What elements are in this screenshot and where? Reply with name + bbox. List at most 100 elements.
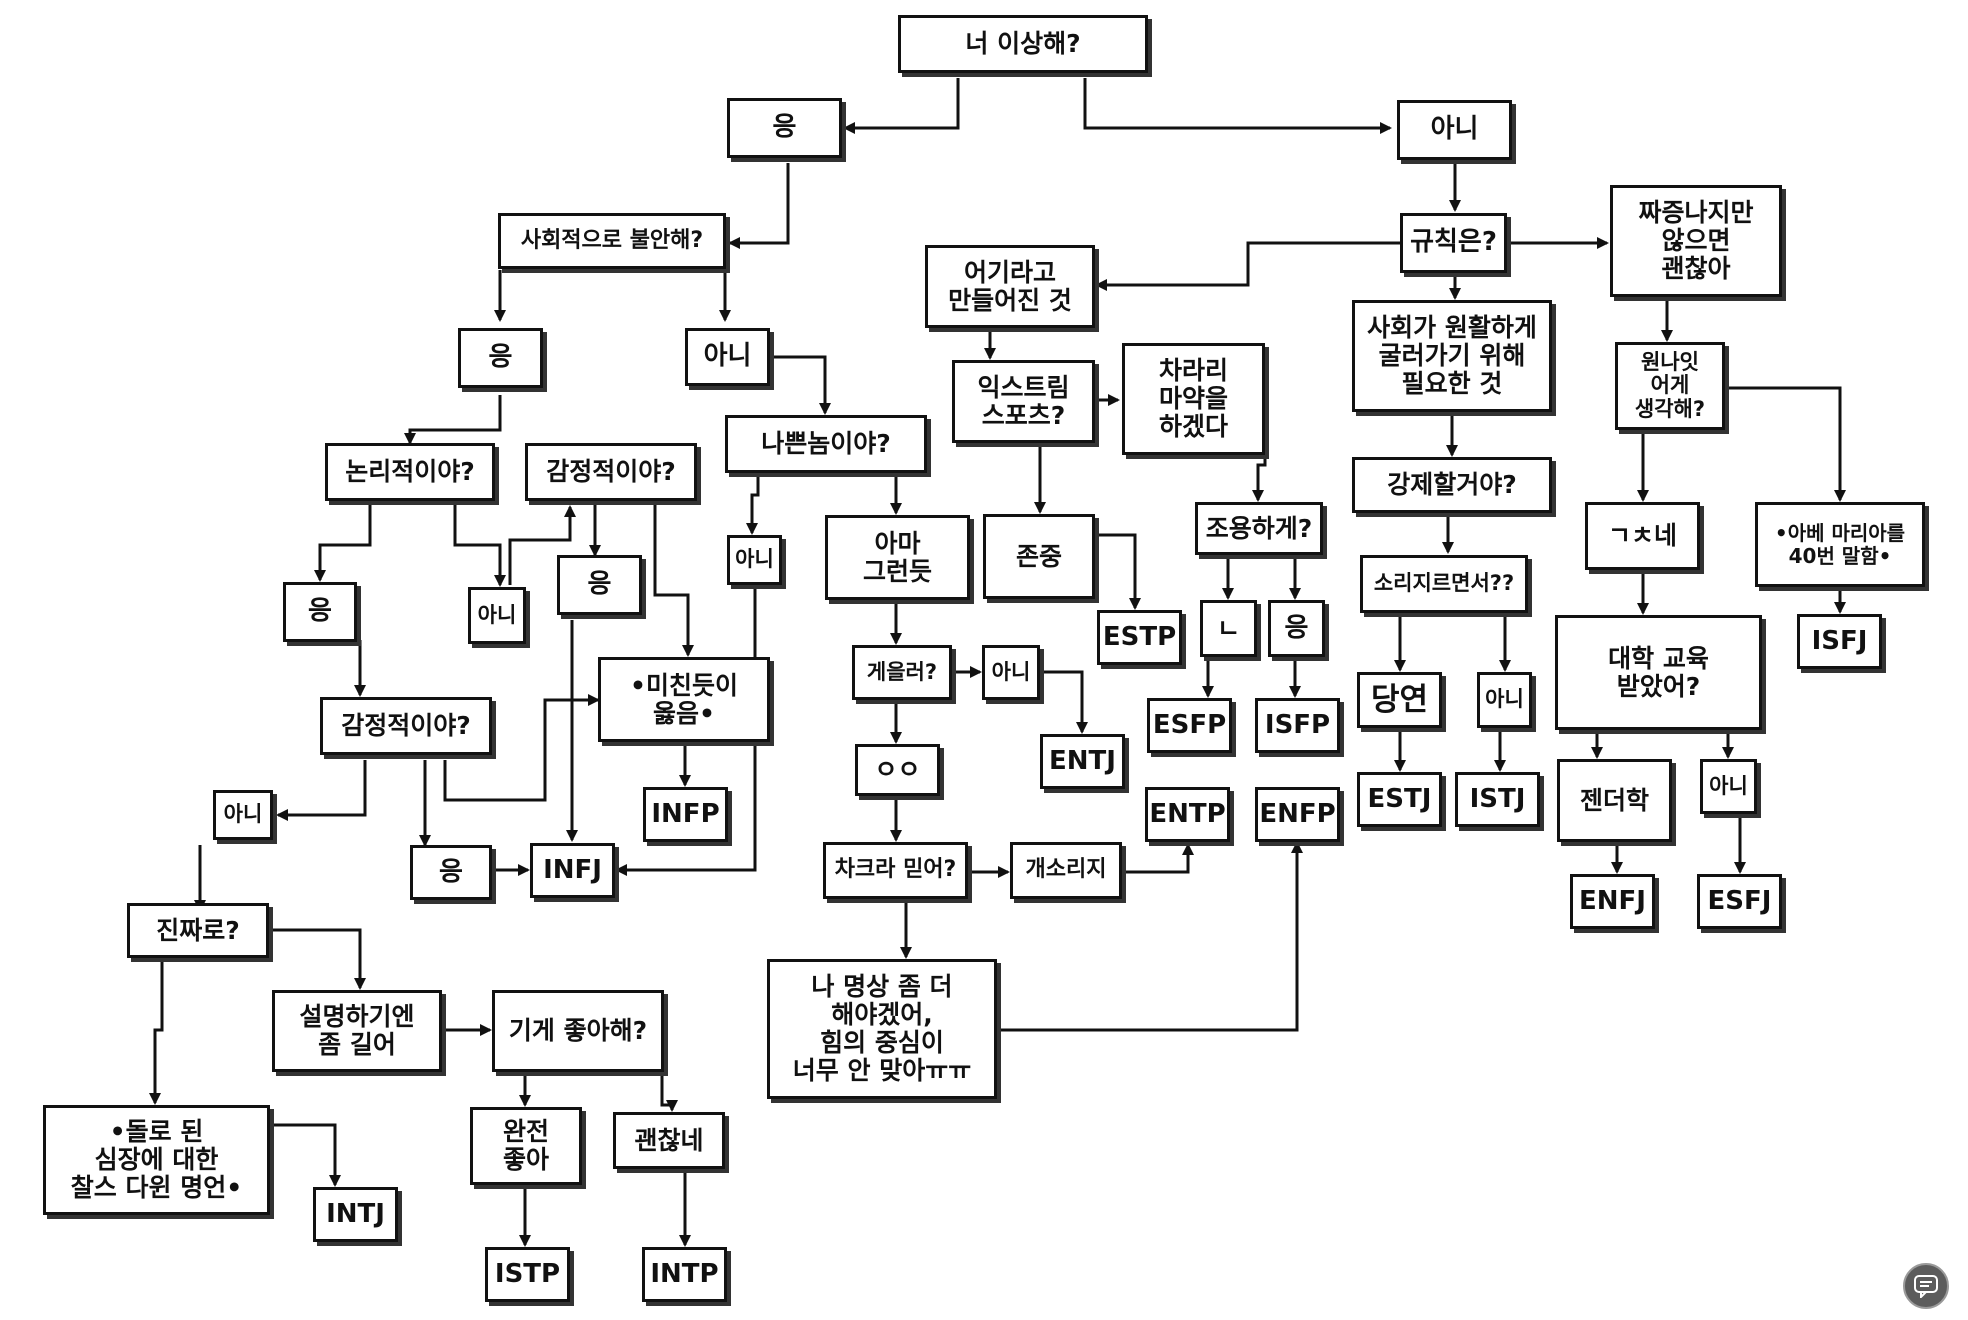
node-gender-studies: 젠더학 <box>1557 759 1672 842</box>
node-gross-text: ㄱㅊ네 <box>1607 521 1677 550</box>
node-lazy-text: 게을러? <box>866 659 938 684</box>
node-no-1: 아니 <box>1397 100 1512 160</box>
type-istj-text: ISTJ <box>1469 783 1526 814</box>
type-estp-text: ESTP <box>1102 621 1177 652</box>
node-bad-guy-text: 나쁜놈이야? <box>761 429 891 458</box>
node-darwin-quote: •돌로 된 심장에 대한 찰스 다윈 명언• <box>43 1105 270 1215</box>
type-esfp-text: ESFP <box>1152 709 1227 740</box>
node-no-8: 아니 <box>1700 759 1757 814</box>
node-no-5-text: 아니 <box>735 547 774 572</box>
node-of-course-text: 당연 <box>1370 681 1429 718</box>
node-long-to-explain-text: 설명하기엔 좀 길어 <box>299 1002 415 1059</box>
node-yes-1-text: 응 <box>772 112 797 143</box>
node-yes-2-text: 응 <box>488 342 513 373</box>
node-no-7-text: 아니 <box>1485 687 1524 712</box>
type-istj: ISTJ <box>1455 772 1540 827</box>
edge-really-long <box>270 928 366 990</box>
node-long-to-explain: 설명하기엔 좀 길어 <box>272 990 442 1072</box>
chat-bubble-icon[interactable] <box>1903 1263 1949 1309</box>
edge-really-dickens <box>149 962 164 1105</box>
edge-yes2-logical <box>404 395 502 445</box>
type-isfj-text: ISFJ <box>1811 625 1868 656</box>
node-yes-6-text: 응 <box>1284 612 1309 643</box>
edge-drugs-quiet <box>1252 455 1267 502</box>
type-enfj: ENFJ <box>1570 874 1655 929</box>
node-rather-drugs: 차라리 마약을 하겠다 <box>1122 343 1265 455</box>
node-meditate: 나 명상 좀 더 해야겠어, 힘의 중심이 너무 안 맞아ㅠㅠ <box>767 959 997 1099</box>
node-bad-guy: 나쁜놈이야? <box>725 415 927 473</box>
edge-no2-badguy <box>770 355 831 415</box>
type-infj: INFJ <box>530 843 615 898</box>
node-bullshit: 개소리지 <box>1010 842 1122 899</box>
node-socially-anxious-text: 사회적으로 불안해? <box>520 227 704 253</box>
node-yelling-text: 소리지르면서?? <box>1373 571 1515 596</box>
edge-machines-fine <box>660 1075 678 1112</box>
edge-emotional1-crazy <box>653 505 694 657</box>
node-yes-2: 응 <box>458 328 543 388</box>
node-enforce-text: 강제할거야? <box>1387 470 1517 499</box>
type-enfp-text: ENFP <box>1259 798 1336 829</box>
edge-badguy-no5 <box>746 473 760 535</box>
node-ok-if-not-annoying: 짜증나지만 않으면 괜찮아 <box>1610 185 1782 297</box>
edge-no3-emotional1 <box>508 505 576 585</box>
node-oo-text: ㅇㅇ <box>874 755 921 784</box>
node-like-machines: 기게 좋아해? <box>492 990 664 1072</box>
type-enfj-text: ENFJ <box>1579 885 1646 916</box>
type-esfj: ESFJ <box>1697 874 1782 929</box>
type-isfp: ISFP <box>1255 698 1340 753</box>
node-yes-4: 응 <box>557 555 642 615</box>
node-are-you-weird: 너 이상해? <box>898 15 1148 73</box>
node-no-1-text: 아니 <box>1430 114 1479 145</box>
edge-logical-no <box>453 505 506 587</box>
node-crazy-right-text: •미친듯이 옳음• <box>630 670 738 728</box>
node-yelling: 소리지르면서?? <box>1360 555 1528 613</box>
node-no-3-text: 아니 <box>477 602 517 627</box>
node-ave-maria: •아베 마리아를 40번 말함• <box>1755 502 1925 587</box>
edge-root-no <box>1083 78 1392 134</box>
node-society-needs-text: 사회가 원활하게 굴러가기 위해 필요한 것 <box>1367 313 1537 398</box>
chat-bubble-glyph-icon <box>1914 1275 1938 1298</box>
node-yes-3-text: 응 <box>308 596 332 627</box>
node-college-text: 대학 교육 받았어? <box>1608 643 1709 701</box>
node-respect-text: 존중 <box>1015 541 1062 571</box>
node-no-4: 아니 <box>213 790 273 840</box>
type-enfp: ENFP <box>1255 787 1340 842</box>
node-yes-5-text: 응 <box>439 856 463 887</box>
node-quietly: 조용하게? <box>1195 502 1323 555</box>
type-infj-text: INFJ <box>543 854 602 885</box>
node-no-2-text: 아니 <box>703 341 752 372</box>
node-emotional-2: 감정적이야? <box>320 697 492 755</box>
node-fine: 괜찮네 <box>613 1112 725 1169</box>
node-gross: ㄱㅊ네 <box>1585 502 1700 570</box>
edge-college-no8 <box>1720 730 1734 759</box>
node-lazy: 게을러? <box>852 645 952 700</box>
node-college: 대학 교육 받았어? <box>1555 615 1762 730</box>
node-fine-text: 괜찮네 <box>634 1125 704 1155</box>
type-esfp: ESFP <box>1147 698 1232 753</box>
type-estj-text: ESTJ <box>1367 783 1432 814</box>
node-ave-maria-text: •아베 마리아를 40번 말함• <box>1774 521 1906 568</box>
node-made-to-break: 어기라고 만들어진 것 <box>925 245 1095 328</box>
node-yes-6: 응 <box>1268 600 1325 657</box>
node-logical-text: 논리적이야? <box>345 457 475 486</box>
type-entp-text: ENTP <box>1149 798 1226 829</box>
edge-emotional2-no4 <box>276 760 367 821</box>
node-are-you-weird-text: 너 이상해? <box>965 29 1081 58</box>
edge-no6-entj <box>1040 670 1088 734</box>
edge-meditate-enfp <box>997 841 1303 1032</box>
node-yes-4-text: 응 <box>587 569 612 600</box>
type-infp: INFP <box>643 787 728 842</box>
node-no-6: 아니 <box>982 645 1040 700</box>
node-no-6-text: 아니 <box>991 659 1031 684</box>
node-no-7: 아니 <box>1477 672 1532 728</box>
node-ok-if-not-annoying-text: 짜증나지만 않으면 괜찮아 <box>1638 198 1754 283</box>
node-no-4-text: 아니 <box>223 802 263 827</box>
node-society-needs: 사회가 원활하게 굴러가기 위해 필요한 것 <box>1352 300 1552 412</box>
node-emotional-1-text: 감정적이야? <box>546 457 676 486</box>
node-yes-3: 응 <box>283 582 357 642</box>
node-yes-5: 응 <box>410 845 492 900</box>
node-maybe: 아마 그런듯 <box>825 515 970 600</box>
node-logical: 논리적이야? <box>325 443 495 501</box>
node-chakra-text: 차크라 믿어? <box>834 857 957 883</box>
edge-rules-break <box>1095 241 1400 291</box>
